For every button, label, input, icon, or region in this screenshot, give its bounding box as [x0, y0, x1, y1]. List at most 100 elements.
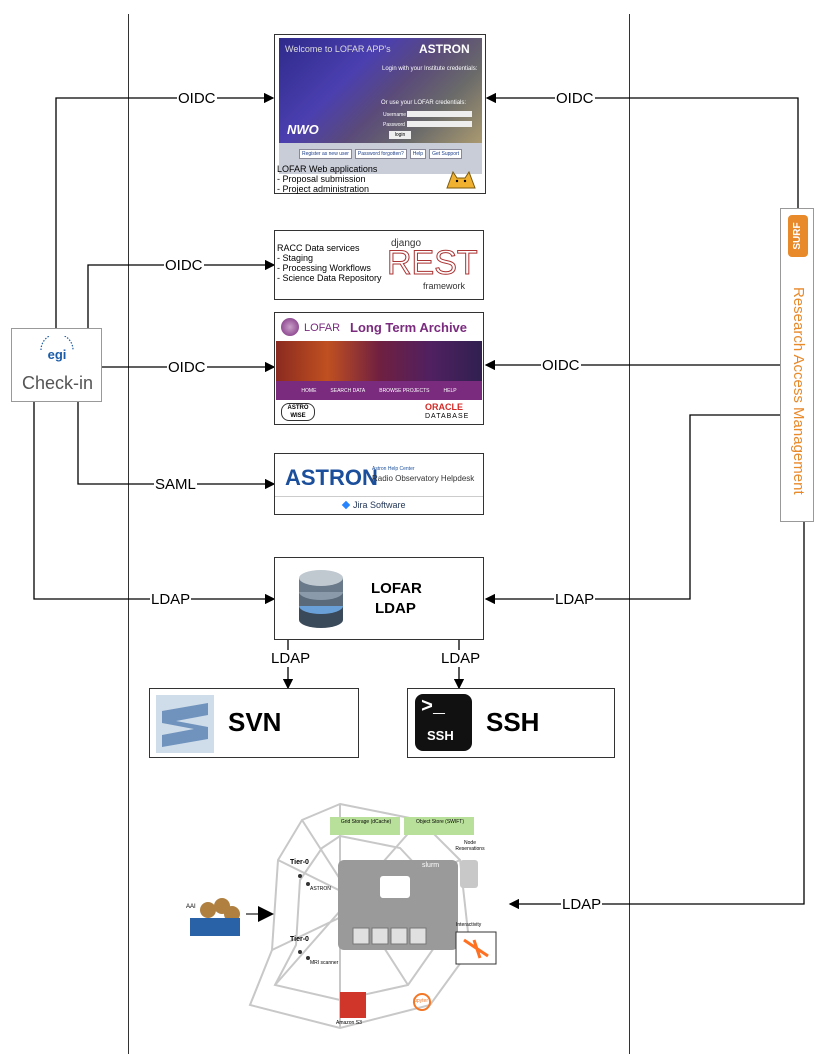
lta-nav-browse[interactable]: BROWSE PROJECTS	[379, 387, 430, 394]
lofar-password-label: Password	[383, 122, 405, 128]
jira-label: Jira Software	[353, 500, 406, 510]
infra-astron: ASTRON	[310, 886, 331, 892]
svn-logo-icon	[156, 695, 214, 753]
lofar-logo-icon	[281, 318, 299, 336]
lofar-link-support[interactable]: Get Support	[429, 149, 463, 159]
lofar-webapps-line-1: LOFAR Web applications	[277, 164, 378, 174]
lta-nav-search[interactable]: SEARCH DATA	[330, 387, 366, 394]
lofar-login-button[interactable]: login	[389, 131, 411, 139]
lta-lofar-label: LOFAR	[304, 322, 341, 334]
infra-node-reservations: Node Reservations	[455, 840, 485, 852]
helpdesk-divider	[275, 496, 483, 497]
racc-description: RACC Data services - Staging - Processin…	[277, 243, 382, 283]
lta-node: LOFAR Long Term Archive HOME SEARCH DATA…	[274, 312, 484, 425]
ssh-node: >_ SSH SSH	[407, 688, 615, 758]
framework-label: framework	[423, 281, 466, 291]
egi-checkin-label: Check-in	[21, 373, 94, 393]
lofar-or-credentials: Or use your LOFAR credentials:	[381, 100, 467, 106]
lofar-webapps-line-3: - Project administration	[277, 184, 370, 194]
oracle-database-label: DATABASE	[425, 413, 470, 420]
edge-surf-lofarweb	[485, 92, 799, 208]
racc-node: RACC Data services - Staging - Processin…	[274, 230, 484, 300]
lofar-login-prompt: Login with your Institute credentials:	[382, 66, 478, 72]
oracle-logo: ORACLE	[425, 402, 463, 412]
lta-title: Long Term Archive	[350, 320, 468, 335]
egi-logo-icon: egi	[40, 336, 74, 362]
infra-jupyter: jupyter	[413, 998, 429, 1004]
edge-surf-ldap	[484, 414, 780, 605]
lofar-webapps-line-2: - Proposal submission	[277, 174, 366, 184]
lofar-link-password[interactable]: Password forgotten?	[354, 149, 407, 159]
edge-egi-racc	[87, 259, 276, 330]
ldap-title-line1: LOFAR	[371, 580, 422, 597]
edge-label-ldap-ssh: LDAP	[440, 650, 482, 667]
lta-banner	[276, 341, 482, 381]
django-label: django	[391, 238, 422, 249]
edge-label-ldap-svn: LDAP	[270, 650, 312, 667]
infra-diagram: Grid Storage (dCache) Object Store (SWIF…	[160, 800, 520, 1035]
ssh-prompt: >_	[421, 696, 446, 719]
lofar-link-register[interactable]: Register as new user	[298, 149, 352, 159]
surf-logo-text: SURF	[792, 222, 803, 250]
ssh-label: SSH	[486, 707, 540, 737]
database-icon	[299, 570, 343, 628]
tomcat-icon	[446, 170, 476, 189]
svn-node: SVN	[149, 688, 359, 758]
racc-line-4: - Science Data Repository	[277, 273, 382, 283]
edge-label-ldap-right: LDAP	[554, 591, 596, 608]
helpdesk-node: ASTRON Astron Help Center Radio Observat…	[274, 453, 484, 515]
infra-grid-storage: Grid Storage (dCache)	[340, 819, 392, 825]
edge-label-saml: SAML	[154, 476, 197, 493]
edge-label-ldap-bottom: LDAP	[561, 896, 603, 913]
lofar-webapps-description: LOFAR Web applications - Proposal submis…	[277, 164, 377, 194]
racc-line-2: - Staging	[277, 253, 314, 263]
edge-label-ldap-left: LDAP	[150, 591, 192, 608]
infra-mri: MRI scanner	[310, 960, 339, 966]
edge-label-oidc-3-left: OIDC	[167, 359, 207, 376]
infra-aai: AAI	[186, 904, 196, 910]
edge-label-oidc-1-right: OIDC	[555, 90, 595, 107]
lta-nav-help[interactable]: HELP	[443, 387, 457, 394]
lofar-link-bar: Register as new user Password forgotten?…	[279, 149, 482, 159]
surf-logo-icon	[788, 215, 808, 257]
lta-nav: HOME SEARCH DATA BROWSE PROJECTS HELP	[276, 381, 482, 400]
infra-object-store: Object Store (SWIFT)	[415, 819, 465, 825]
lofar-login-screenshot: Welcome to LOFAR APP's ASTRON Login with…	[279, 38, 482, 174]
svn-label: SVN	[228, 707, 282, 737]
ldap-title-line2: LDAP	[375, 600, 416, 617]
ssh-icon-text: SSH	[427, 728, 454, 743]
ssh-terminal-icon: >_ SSH	[415, 694, 472, 751]
racc-line-1: RACC Data services	[277, 243, 360, 253]
rest-label: REST	[387, 244, 479, 282]
egi-logo-text: egi	[48, 347, 67, 362]
lofar-password-field[interactable]	[407, 121, 472, 127]
jira-icon	[341, 500, 351, 510]
infra-tier0-a: Tier-0	[290, 859, 309, 866]
edge-label-oidc-3-right: OIDC	[541, 357, 581, 374]
edge-label-oidc-2-left: OIDC	[164, 257, 204, 274]
edge-label-oidc-1-left: OIDC	[177, 90, 217, 107]
racc-line-3: - Processing Workflows	[277, 263, 371, 273]
surf-label: Research Access Management	[790, 287, 807, 495]
lofar-banner-title: Welcome to LOFAR APP's	[285, 44, 391, 54]
lofar-webapps-node: Welcome to LOFAR APP's ASTRON Login with…	[274, 34, 486, 194]
lofar-link-help[interactable]: Help	[409, 149, 427, 159]
infra-slurm: slurm	[422, 862, 440, 869]
surf-ram-node: SURF Research Access Management	[780, 208, 814, 522]
helpdesk-title: Radio Observatory Helpdesk	[372, 474, 475, 483]
infra-web-shape	[190, 802, 497, 1030]
lofar-nwo-logo: NWO	[287, 122, 319, 137]
edge-surf-infra	[508, 522, 805, 910]
infra-amazon: Amazon S3	[336, 1020, 362, 1026]
egi-checkin-node: egi Check-in	[11, 328, 102, 402]
lofar-username-field[interactable]	[407, 111, 472, 117]
lofar-ldap-node: LOFAR LDAP	[274, 557, 484, 640]
infra-tier0-b: Tier-0	[290, 936, 309, 943]
helpdesk-astron-logo: ASTRON	[285, 465, 378, 490]
main-lane	[128, 14, 630, 1054]
infra-interactivity: Interactivity	[456, 922, 482, 928]
lta-nav-home[interactable]: HOME	[301, 387, 317, 394]
edge-egi-helpdesk	[77, 402, 276, 490]
astrowise-logo: ASTRO WISE	[281, 403, 315, 421]
lta-header: LOFAR Long Term Archive	[276, 314, 482, 341]
